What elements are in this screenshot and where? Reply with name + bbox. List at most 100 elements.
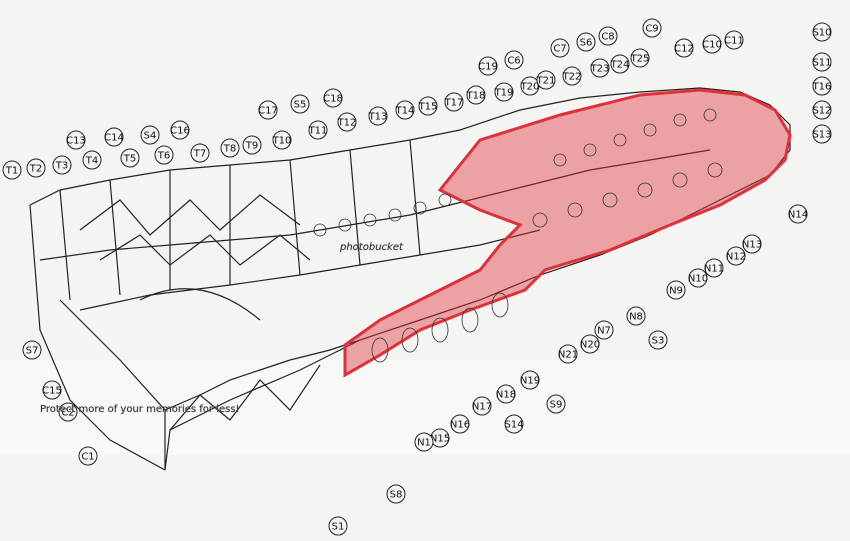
callout-label: T12	[337, 118, 357, 129]
callout-label: T5	[123, 154, 136, 165]
callout-label: T3	[55, 161, 68, 172]
callout-bubble	[395, 100, 415, 120]
callout-label: N19	[520, 376, 540, 387]
callout-bubble	[812, 76, 832, 96]
callout-label: N7	[597, 326, 611, 337]
wing-frame	[29, 87, 791, 471]
callout-bubble	[78, 446, 98, 466]
watermark-text: Protect more of your memories for less!	[40, 404, 240, 415]
callout-label: T2	[29, 164, 42, 175]
callout-label: T11	[308, 126, 328, 137]
callout-label: S5	[294, 100, 307, 111]
callout-bubble	[418, 96, 438, 116]
callout-bubble	[520, 370, 540, 390]
callout-bubble	[504, 414, 524, 434]
callout-bubble	[26, 158, 46, 178]
callout-label: C16	[170, 126, 190, 137]
callout-label: T6	[157, 151, 170, 162]
callout-label: S10	[812, 28, 831, 39]
callout-label: C9	[645, 24, 658, 35]
callout-label: C12	[674, 44, 694, 55]
callout-bubble	[66, 130, 86, 150]
callout-bubble	[742, 234, 762, 254]
callout-label: S13	[812, 130, 831, 141]
callout-label: C1	[81, 452, 94, 463]
callout-label: N8	[629, 312, 643, 323]
callout-bubble	[704, 258, 724, 278]
callout-bubble	[788, 204, 808, 224]
callout-bubble	[190, 143, 210, 163]
callout-bubble	[328, 516, 348, 536]
callout-bubble	[580, 334, 600, 354]
callout-label: T20	[520, 82, 540, 93]
callout-label: T7	[193, 149, 206, 160]
callout-label: T9	[245, 141, 258, 152]
callout-bubble	[642, 18, 662, 38]
callout-bubble	[466, 85, 486, 105]
callout-bubble	[368, 106, 388, 126]
callout-label: T19	[494, 88, 514, 99]
highlighted-section	[343, 88, 792, 378]
callout-label: N18	[496, 390, 516, 401]
callout-bubble	[337, 112, 357, 132]
callout-bubble	[414, 432, 434, 452]
callout-label: T1	[5, 166, 18, 177]
callout-bubble	[290, 94, 310, 114]
callout-bubble	[594, 320, 614, 340]
callout-bubble	[272, 130, 292, 150]
callout-bubble	[674, 38, 694, 58]
callout-bubble	[536, 70, 556, 90]
callout-bubble	[22, 340, 42, 360]
callout-label: T22	[562, 72, 582, 83]
callout-bubble	[444, 92, 464, 112]
callout-bubble	[626, 306, 646, 326]
callout-label: C7	[553, 44, 566, 55]
callout-bubble	[562, 66, 582, 86]
callout-label: C14	[104, 133, 124, 144]
callout-label: C19	[478, 62, 498, 73]
callout-label: C15	[42, 386, 62, 397]
callout-label: N9	[669, 286, 683, 297]
callout-bubble	[504, 50, 524, 70]
callout-label: S6	[580, 38, 593, 49]
callout-bubble	[323, 88, 343, 108]
callout-label: S12	[812, 106, 831, 117]
callout-bubble	[630, 48, 650, 68]
callout-bubble	[576, 32, 596, 52]
callout-bubble	[726, 246, 746, 266]
callout-bubble	[120, 148, 140, 168]
callout-label: C11	[724, 36, 744, 47]
callout-label: N21	[558, 350, 578, 361]
callout-bubble	[702, 34, 722, 54]
callout-label: C10	[702, 40, 722, 51]
callout-bubble	[812, 124, 832, 144]
callout-bubble	[724, 30, 744, 50]
callout-bubble	[648, 330, 668, 350]
callout-label: T4	[85, 156, 98, 167]
callout-bubble	[140, 125, 160, 145]
callout-bubble	[82, 150, 102, 170]
callout-bubble	[104, 127, 124, 147]
callout-bubble	[42, 380, 62, 400]
callout-label: N11	[704, 264, 724, 275]
callout-label: N14	[788, 210, 808, 221]
callout-label: S14	[504, 420, 523, 431]
callout-group-side: S10S11T16S12S13N14N13N12N11N10N9N8N7S3N2…	[22, 22, 832, 536]
callout-label: T13	[368, 112, 388, 123]
callout-label: T15	[418, 102, 438, 113]
callout-label: T25	[630, 54, 650, 65]
callout-bubble	[550, 38, 570, 58]
callout-bubble	[450, 414, 470, 434]
callout-label: N1	[417, 438, 431, 449]
callout-label: N20	[580, 340, 600, 351]
callout-label: C13	[66, 136, 86, 147]
callout-bubble	[220, 138, 240, 158]
callout-label: T17	[444, 98, 464, 109]
callout-bubble	[496, 384, 516, 404]
callout-bubble	[812, 22, 832, 42]
callout-label: S4	[144, 131, 157, 142]
callout-bubble	[546, 394, 566, 414]
callout-bubble	[2, 160, 22, 180]
callout-bubble	[666, 280, 686, 300]
